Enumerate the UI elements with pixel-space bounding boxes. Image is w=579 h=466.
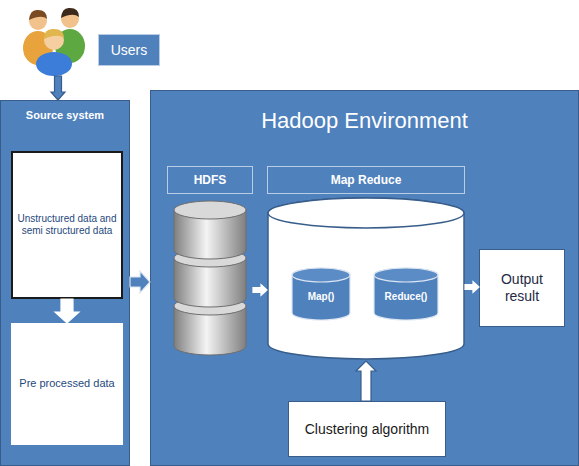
flow-arrow (55, 299, 79, 323)
flow-arrow (130, 271, 150, 293)
flow-arrow (253, 285, 267, 296)
source-panel: Source systemUnstructured data and semi … (0, 100, 130, 466)
db-illustration (167, 166, 253, 361)
node-label: Hadoop Environment (151, 103, 578, 139)
node-label: Map Reduce (267, 166, 465, 194)
disk-top (174, 201, 246, 219)
cylinder-body (268, 198, 464, 359)
node-label: Users (98, 34, 160, 66)
cylinder-top (292, 268, 350, 282)
node-label: Pre processed data (15, 327, 119, 441)
flow-arrow (356, 361, 376, 401)
users-group: Users (18, 2, 164, 76)
node-label: Source system (1, 104, 129, 128)
node-label: Clustering algorithm (291, 404, 443, 454)
cylinder-body (374, 268, 438, 320)
mapreduce-cylinder: Map ReduceMap() Reduce() (267, 166, 465, 361)
node-label: Reduce() (373, 277, 439, 317)
output-box: Output result (479, 249, 565, 327)
reduce-cylinder: Reduce() (373, 267, 439, 321)
users-icon (23, 8, 85, 76)
cylinder-top (374, 268, 438, 282)
flow-arrow (465, 282, 479, 293)
data-box: Pre processed data (11, 323, 123, 445)
data-box: Unstructured data and semi structured da… (11, 151, 123, 299)
cyl-illustration (267, 166, 465, 361)
hadoop-panel: Hadoop EnvironmentHDFS Map ReduceMap() Red… (150, 90, 579, 466)
hdfs-storage: HDFS (167, 166, 253, 361)
cylinder-body (292, 268, 350, 320)
flow-arrow (51, 76, 65, 100)
map-cylinder: Map() (291, 267, 351, 321)
node-label: Output result (482, 252, 562, 324)
node-label: Unstructured data and semi structured da… (15, 155, 119, 295)
algorithm-box: Clustering algorithm (288, 401, 446, 457)
cylinder-top (268, 198, 464, 228)
node-label: HDFS (167, 166, 253, 194)
node-label: Map() (291, 277, 351, 317)
